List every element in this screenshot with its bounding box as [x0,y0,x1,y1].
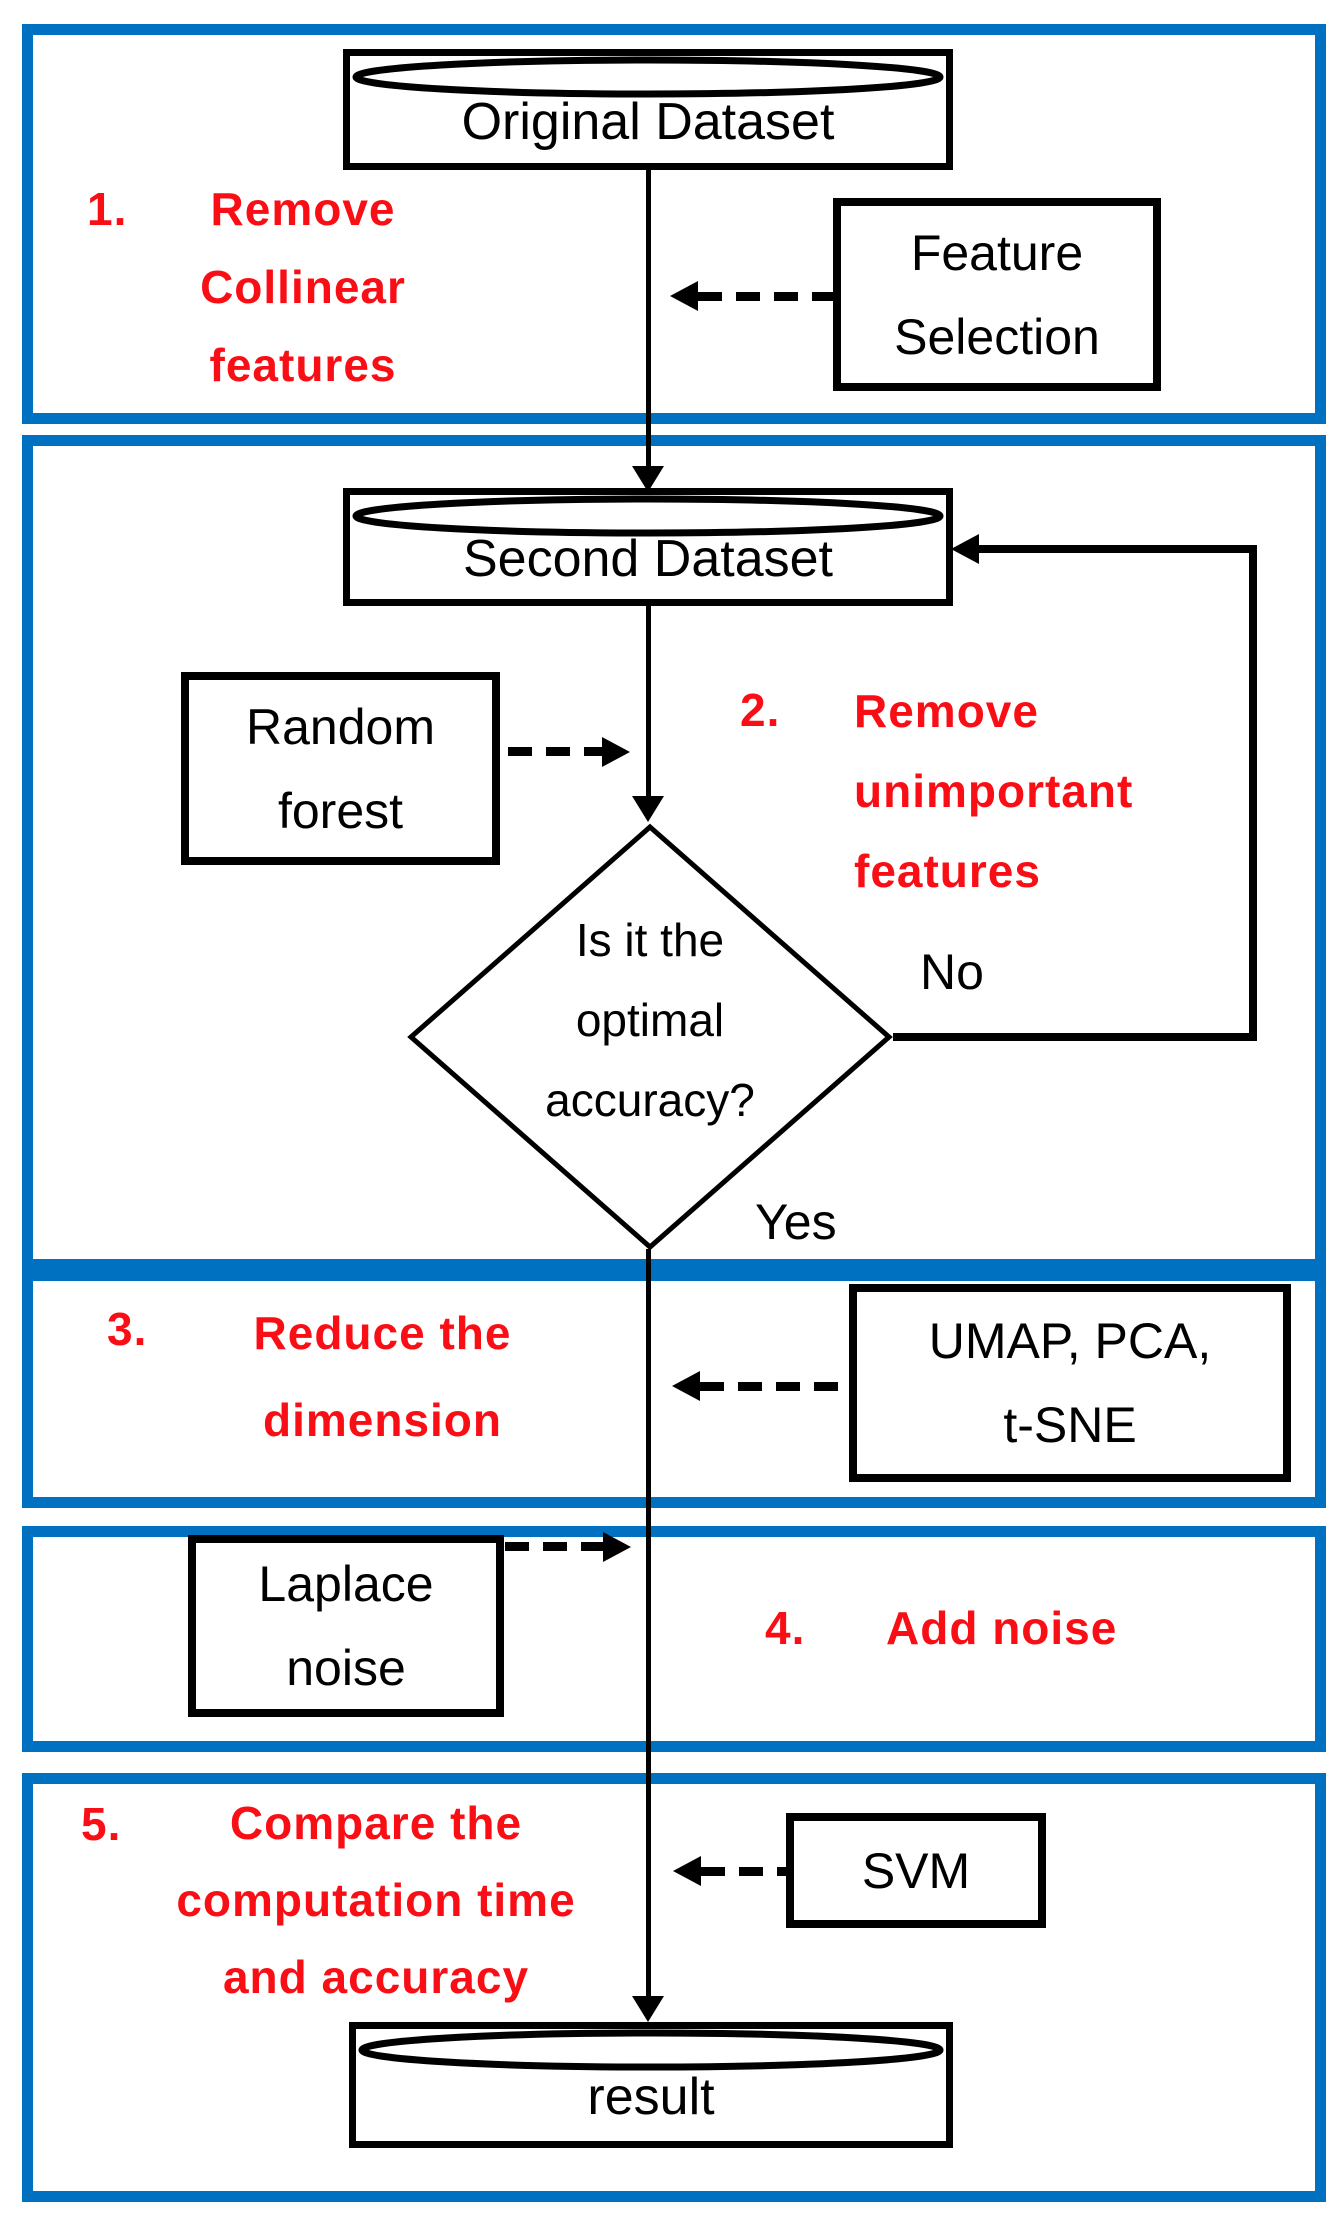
random-forest-line: Random [246,698,435,755]
branch-label-no: No [920,944,984,1000]
database-ellipse-icon [358,2029,944,2071]
svm-label: SVM [861,1842,971,1899]
dashed-arrowhead-laplace-noise-icon [603,1532,631,1562]
laplace-noise-line: noise [286,1640,406,1696]
stage-section-2 [22,435,1326,1270]
step-5-text: Compare the computation time and accurac… [110,1785,642,2016]
result-label: result [587,2068,715,2126]
node-original-dataset: Original Dataset [343,49,953,170]
step-5-line: Compare the [229,1797,523,1849]
no-loop-top-line [975,545,1257,553]
decision-line: optimal [575,994,725,1046]
step-4-number: 4. [765,1602,806,1654]
decision-line: accuracy? [545,1074,755,1126]
node-svm: SVM [786,1813,1046,1928]
step-5-line: and accuracy [222,1951,530,2003]
step-5-line: computation time [176,1874,576,1926]
flow-line-second-to-decision [646,606,651,798]
flow-line-decision-to-result [646,1249,651,1996]
stage-section-5 [22,1773,1326,2202]
dashed-arrow-laplace-noise [505,1542,603,1551]
node-decision-diamond: Is it the optimal accuracy? [407,823,893,1251]
step-4-line: Add noise [886,1602,1118,1654]
dashed-arrow-feature-selection [698,292,833,301]
laplace-noise-line: Laplace [258,1556,434,1612]
dashed-arrowhead-random-forest-icon [602,737,630,767]
step-2-text: Remove unimportant features [854,671,1214,911]
step-3-line: dimension [262,1394,503,1446]
database-ellipse-icon [352,56,944,98]
node-dim-reduction: UMAP, PCA, t-SNE [849,1284,1291,1482]
step-2-line: Remove [854,685,1039,737]
arrowhead-into-second-dataset-icon [632,466,664,492]
node-laplace-noise: Laplace noise [188,1535,504,1717]
branch-label-yes: Yes [755,1194,837,1250]
dashed-arrow-random-forest [508,747,602,756]
dashed-arrowhead-dim-reduction-icon [672,1371,700,1401]
no-loop-bottom-line [893,1033,1257,1041]
arrowhead-into-result-icon [632,1996,664,2022]
step-3-text: Reduce the dimension [190,1290,575,1464]
dim-reduction-line: t-SNE [1003,1397,1137,1453]
step-1-number: 1. [87,183,128,235]
dim-reduction-line: UMAP, PCA, [928,1313,1212,1369]
node-second-dataset: Second Dataset [343,488,953,606]
step-5-number: 5. [81,1798,122,1850]
feature-selection-line: Feature [910,224,1084,281]
node-random-forest: Random forest [181,672,500,865]
second-dataset-label: Second Dataset [462,530,834,588]
step-2-number: 2. [740,684,781,736]
arrowhead-into-decision-icon [632,796,664,822]
node-result: result [349,2022,953,2148]
no-loop-arrowhead-icon [951,534,979,564]
flow-line-original-to-second [646,170,651,470]
step-1-line: Collinear [200,261,406,313]
original-dataset-label: Original Dataset [461,92,835,151]
step-2-line: features [854,845,1041,897]
step-3-number: 3. [107,1303,148,1355]
dashed-arrow-dim-reduction [700,1382,849,1391]
dashed-arrowhead-svm-icon [673,1856,701,1886]
no-loop-vertical-line [1249,549,1257,1041]
decision-line: Is it the [575,914,725,966]
step-4-text: Add noise [886,1589,1117,1667]
random-forest-line: forest [277,782,404,839]
database-ellipse-icon [352,495,944,537]
diamond-shape-icon [407,823,893,1251]
step-1-text: Remove Collinear features [148,170,458,404]
step-2-line: unimportant [854,765,1134,817]
step-1-line: Remove [210,183,396,235]
stage-section-3 [22,1270,1326,1508]
node-feature-selection: Feature Selection [833,198,1161,391]
step-3-line: Reduce the [253,1307,512,1359]
feature-selection-line: Selection [894,308,1100,365]
stage-section-4 [22,1526,1326,1752]
step-1-line: features [209,339,397,391]
dashed-arrow-svm [701,1867,786,1876]
dashed-arrowhead-feature-selection-icon [670,281,698,311]
decision-question: Is it the optimal accuracy? [407,900,893,1140]
stage-section-1 [22,24,1326,424]
